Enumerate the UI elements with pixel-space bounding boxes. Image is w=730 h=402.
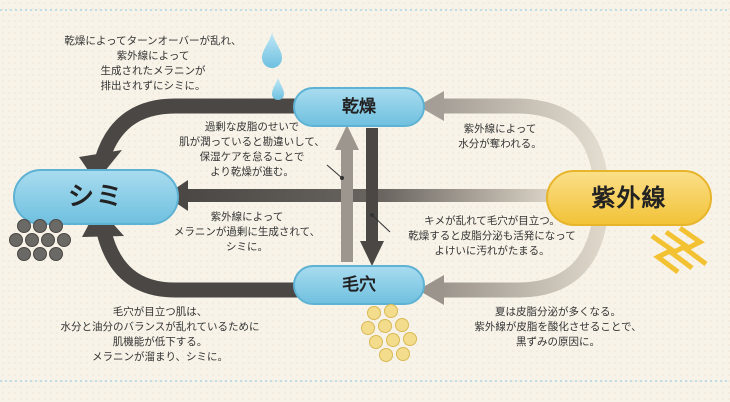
note-top-left-line: 生成されたメラニンが [100, 65, 206, 77]
uv-rays-icon [650, 225, 708, 274]
note-bottom-right: 夏は皮脂分泌が多くなる。 紫外線が皮脂を酸化させることで、 黒ずみの原因に。 [458, 305, 658, 350]
node-kansou-pill [293, 87, 425, 127]
note-center-mid: 紫外線によって メラニンが過剰に生成されて、 シミに。 [172, 210, 322, 255]
node-shigaisen-label: 紫外線 [591, 184, 667, 212]
note-center-mid-line: メラニンが過剰に生成されて、 [173, 226, 321, 238]
note-center-upper-line: より乾燥が進む。 [210, 166, 294, 178]
arrow-head-keana-to-kansou [335, 125, 359, 150]
node-shigaisen-pill [546, 170, 712, 226]
melanin-dots-icon [9, 219, 71, 261]
note-center-right: キメが乱れて毛穴が目立つ。 乾燥すると皮脂分泌も活発になって よけいに汚れがたま… [392, 214, 592, 259]
water-drop-icon-large [262, 33, 282, 68]
water-drop-icon-small [272, 78, 284, 100]
note-center-right-line: よけいに汚れがたまる。 [434, 245, 550, 257]
node-shimi-label: シミ [67, 182, 124, 212]
note-top-left-line: 排出されずにシミに。 [100, 80, 206, 92]
note-right-upper: 紫外線によって 水分が奪われる。 [440, 122, 560, 152]
note-center-right-line: 乾燥すると皮脂分泌も活発になって [408, 230, 576, 242]
note-top-left: 乾燥によってターンオーバーが乱れ、 紫外線によって 生成されたメラニンが 排出さ… [48, 34, 258, 94]
node-kansou-label: 乾燥 [342, 97, 376, 117]
pointer-line-lower [371, 214, 391, 233]
water-drop-icons [262, 33, 284, 100]
note-right-upper-line: 紫外線によって [463, 123, 537, 135]
arrow-shigaisen-to-kansou [440, 98, 608, 177]
note-bottom-right-line: 夏は皮脂分泌が多くなる。 [495, 306, 621, 318]
note-center-mid-line: シミに。 [226, 241, 268, 253]
note-center-upper-line: 肌が潤っていると勘違いして、 [179, 136, 325, 148]
note-center-mid-line: 紫外線によって [210, 211, 284, 223]
arrow-kansou-to-shimi [94, 98, 300, 163]
arrow-head-shigaisen-to-kansou [418, 91, 444, 121]
arrow-head-shigaisen-to-keana [418, 275, 444, 305]
sebum-dots-icon [361, 304, 417, 362]
node-shimi-pill [13, 169, 179, 225]
arrow-head-kansou-to-keana [360, 241, 384, 266]
arrow-kansou-to-keana [366, 128, 378, 245]
note-top-left-line: 紫外線によって [116, 50, 190, 62]
note-bottom-left-line: 水分と油分のバランスが乱れているために [60, 321, 260, 333]
note-bottom-right-line: 紫外線が皮脂を酸化させることで、 [474, 321, 642, 333]
note-right-upper-line: 水分が奪われる。 [458, 138, 542, 150]
note-center-right-line: キメが乱れて毛穴が目立つ。 [424, 215, 560, 227]
note-bottom-left: 毛穴が目立つ肌は、 水分と油分のバランスが乱れているために 肌機能が低下する。 … [40, 305, 280, 365]
node-keana-label: 毛穴 [342, 275, 376, 295]
arrow-head-kansou-to-shimi [79, 150, 122, 182]
note-center-upper-line: 保湿ケアを怠ることで [199, 151, 305, 163]
arrow-keana-to-shimi [96, 230, 300, 298]
arrow-keana-to-kansou [341, 145, 353, 262]
arrow-shigaisen-to-shimi [182, 189, 547, 202]
pointer-dot-lower [370, 213, 374, 217]
note-bottom-left-line: 肌機能が低下する。 [112, 336, 208, 348]
node-keana-pill [293, 265, 425, 305]
note-top-left-line: 乾燥によってターンオーバーが乱れ、 [64, 35, 242, 47]
note-bottom-left-line: メラニンが溜まり、シミに。 [91, 351, 229, 363]
pointer-dot-upper [340, 176, 344, 180]
pointer-line-upper [326, 164, 343, 179]
note-bottom-left-line: 毛穴が目立つ肌は、 [112, 306, 208, 318]
note-center-upper-line: 過剰な皮脂のせいで [204, 121, 300, 133]
note-bottom-right-line: 黒ずみの原因に。 [516, 336, 600, 348]
arrow-shigaisen-to-keana [440, 216, 608, 298]
note-center-upper: 過剰な皮脂のせいで 肌が潤っていると勘違いして、 保湿ケアを怠ることで より乾燥… [172, 120, 332, 180]
